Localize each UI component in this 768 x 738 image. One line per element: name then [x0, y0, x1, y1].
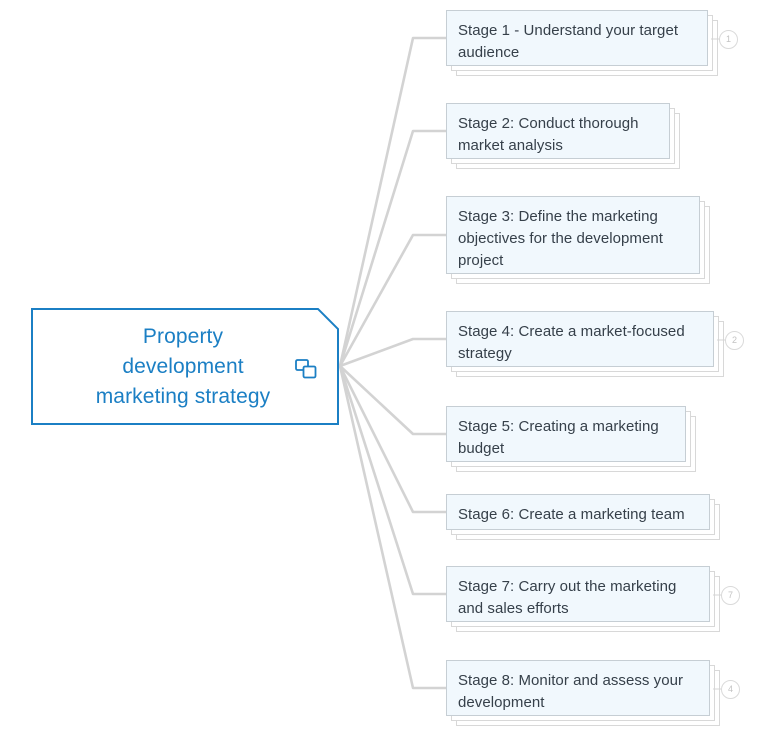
stage-card[interactable]: Stage 1 - Understand your target audienc…: [446, 10, 738, 78]
stage-card-face[interactable]: Stage 7: Carry out the marketing and sal…: [446, 566, 710, 622]
stage-card[interactable]: Stage 4: Create a market-focused strateg…: [446, 311, 744, 379]
stage-badge-connector: [711, 38, 719, 39]
stage-badge-count: 4: [721, 680, 740, 699]
stage-badge-count: 7: [721, 586, 740, 605]
central-node[interactable]: Property development marketing strategy: [31, 308, 339, 425]
stage-badge[interactable]: 4: [713, 680, 740, 699]
stage-card-face[interactable]: Stage 5: Creating a marketing budget: [446, 406, 686, 462]
stage-badge-count: 2: [725, 331, 744, 350]
connector-line: [338, 337, 448, 368]
stage-card-face[interactable]: Stage 3: Define the marketing objectives…: [446, 196, 700, 274]
stage-card-label: Stage 4: Create a market-focused strateg…: [458, 323, 685, 362]
connector-line: [338, 233, 448, 368]
stage-card[interactable]: Stage 8: Monitor and assess your develop…: [446, 660, 740, 728]
stage-card[interactable]: Stage 5: Creating a marketing budget: [446, 406, 698, 474]
stage-card[interactable]: Stage 6: Create a marketing team: [446, 494, 722, 542]
copy-icon[interactable]: [295, 359, 317, 379]
stage-card-label: Stage 1 - Understand your target audienc…: [458, 22, 679, 61]
stage-card-label: Stage 8: Monitor and assess your develop…: [458, 672, 684, 711]
stage-card[interactable]: Stage 2: Conduct thorough market analysi…: [446, 103, 682, 171]
stage-card[interactable]: Stage 7: Carry out the marketing and sal…: [446, 566, 740, 634]
connector-line: [338, 129, 448, 368]
stage-badge[interactable]: 2: [717, 331, 744, 350]
stage-badge[interactable]: 1: [711, 30, 738, 49]
connector-line: [338, 364, 448, 690]
stage-card-face[interactable]: Stage 4: Create a market-focused strateg…: [446, 311, 714, 367]
stage-badge-connector: [713, 688, 721, 689]
stage-badge-connector: [717, 339, 725, 340]
stage-card-label: Stage 5: Creating a marketing budget: [458, 418, 659, 457]
stage-card-face[interactable]: Stage 2: Conduct thorough market analysi…: [446, 103, 670, 159]
central-node-title: Property development marketing strategy: [95, 324, 271, 408]
connector-line: [338, 36, 448, 368]
connector-line: [338, 364, 448, 436]
stage-card-label: Stage 6: Create a marketing team: [458, 506, 685, 523]
stage-card-label: Stage 7: Carry out the marketing and sal…: [458, 578, 677, 617]
stage-card-label: Stage 3: Define the marketing objectives…: [458, 208, 663, 269]
central-node-shape: [31, 308, 339, 425]
stage-badge-count: 1: [719, 30, 738, 49]
stage-card[interactable]: Stage 3: Define the marketing objectives…: [446, 196, 712, 286]
stage-card-face[interactable]: Stage 6: Create a marketing team: [446, 494, 710, 530]
stage-card-label: Stage 2: Conduct thorough market analysi…: [458, 115, 639, 154]
connector-line: [338, 364, 448, 596]
connector-line: [338, 364, 448, 514]
stage-badge-connector: [713, 594, 721, 595]
stage-badge[interactable]: 7: [713, 586, 740, 605]
stage-card-face[interactable]: Stage 8: Monitor and assess your develop…: [446, 660, 710, 716]
stage-card-face[interactable]: Stage 1 - Understand your target audienc…: [446, 10, 708, 66]
